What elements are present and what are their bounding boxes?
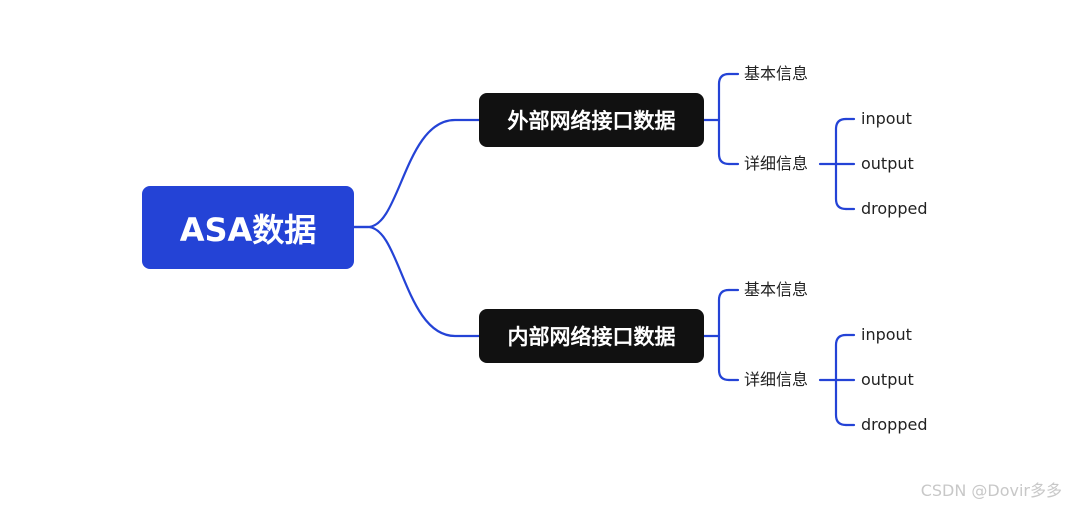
leaf-inpout-external[interactable]: inpout [861, 109, 912, 128]
leaf-dropped-external[interactable]: dropped [861, 199, 928, 218]
leaf-detail-info-internal[interactable]: 详细信息 [744, 370, 809, 389]
leaf-output-internal[interactable]: output [861, 370, 914, 389]
root-node[interactable]: ASA数据 [142, 186, 354, 269]
leaf-basic-info-external[interactable]: 基本信息 [744, 64, 809, 83]
leaf-detail-info-external[interactable]: 详细信息 [744, 154, 809, 173]
leaf-dropped-internal[interactable]: dropped [861, 415, 928, 434]
watermark: CSDN @Dovir多多 [920, 481, 1062, 500]
branch-node-external[interactable]: 外部网络接口数据 [479, 93, 704, 147]
branch-node-internal[interactable]: 内部网络接口数据 [479, 309, 704, 363]
leaf-output-external[interactable]: output [861, 154, 914, 173]
leaf-basic-info-internal[interactable]: 基本信息 [744, 280, 809, 299]
leaf-inpout-internal[interactable]: inpout [861, 325, 912, 344]
